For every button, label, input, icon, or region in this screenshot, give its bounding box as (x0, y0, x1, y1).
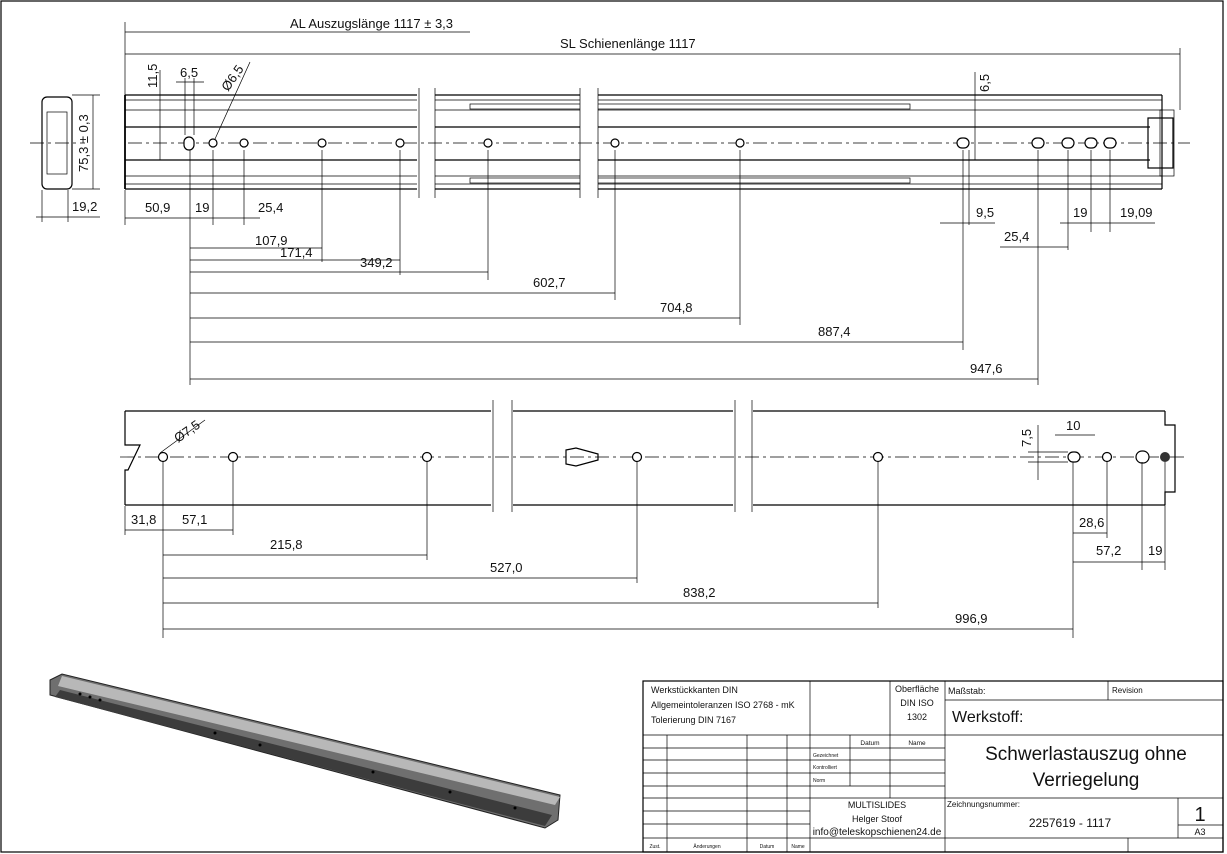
date-header: Datum (860, 740, 879, 747)
change-col-changes: Änderungen (693, 843, 720, 850)
dim-838-2: 838,2 (683, 585, 716, 600)
dim-349-2: 349,2 (360, 255, 393, 270)
note-din: Tolerierung DIN 7167 (651, 715, 736, 725)
row-checked: Kontrolliert (813, 765, 838, 771)
drawing-title-line1: Schwerlastauszug ohne (985, 744, 1187, 765)
dim-19-right: 19 (1073, 205, 1087, 220)
stopper-pin (565, 447, 599, 467)
contact-person: Helger Stoof (852, 814, 903, 824)
dim-57-1: 57,1 (182, 512, 207, 527)
sl-length-label: SL Schienenlänge 1117 (560, 36, 696, 51)
height-dimension: 75,3 ± 0,3 (76, 114, 91, 172)
dim-31-8: 31,8 (131, 512, 156, 527)
dim-slot-height: 6,5 (977, 74, 992, 92)
dim-57-2: 57,2 (1096, 543, 1121, 558)
rail-end-section (30, 94, 100, 222)
dim-7-5: 7,5 (1019, 429, 1034, 447)
mounting-holes-top (183, 136, 1117, 151)
surface-label: Oberfläche (895, 684, 939, 694)
al-length-label: AL Auszugslänge 1117 ± 3,3 (290, 16, 453, 31)
revision-label: Revision (1112, 686, 1143, 695)
drawing-number: 2257619 - 1117 (1029, 816, 1112, 830)
row-norm: Norm (813, 778, 825, 784)
dim-527-0: 527,0 (490, 560, 523, 575)
rail-top-body (124, 88, 1190, 198)
title-block: Werkstückkanten DIN Allgemeintoleranzen … (642, 680, 1224, 853)
side-view: Ø7,5 31,8 57,1 215,8 527,0 838,2 996,9 7… (120, 400, 1185, 638)
dim-10: 10 (1066, 418, 1080, 433)
dim-28-6: 28,6 (1079, 515, 1104, 530)
dim-947-6: 947,6 (970, 361, 1003, 376)
note-edges: Werkstückkanten DIN (651, 685, 738, 695)
dim-25-4-right: 25,4 (1004, 229, 1029, 244)
row-drawn: Gezeichnet (813, 753, 839, 759)
change-col-date: Datum (760, 844, 775, 850)
dim-9-5: 9,5 (976, 205, 994, 220)
rail-3d-preview (49, 673, 561, 829)
dim-11-5: 11,5 (145, 64, 160, 88)
drawing-title-line2: Verriegelung (1033, 770, 1140, 791)
dim-215-8: 215,8 (270, 537, 303, 552)
dim-19: 19 (195, 200, 209, 215)
dim-19-side: 19 (1148, 543, 1162, 558)
name-header: Name (908, 740, 926, 747)
dim-996-9: 996,9 (955, 611, 988, 626)
rail-side-body (120, 400, 1185, 512)
width-dimension: 19,2 (72, 199, 97, 214)
sheet-number: 1 (1194, 804, 1205, 826)
dim-107-9: 107,9 (255, 233, 288, 248)
dim-171-4: 171,4 (280, 245, 313, 260)
material-label: Werkstoff: (952, 709, 1023, 726)
company-name: MULTISLIDES (848, 800, 906, 810)
drawing-number-label: Zeichnungsnummer: (947, 800, 1020, 809)
contact-email: info@teleskopschienen24.de (813, 827, 942, 838)
dim-50-9: 50,9 (145, 200, 170, 215)
dim-704-8: 704,8 (660, 300, 693, 315)
dim-hole-7-5: Ø7,5 (171, 417, 203, 445)
note-tolerances: Allgemeintoleranzen ISO 2768 - mK (651, 700, 795, 710)
surface-standard: DIN ISO (900, 698, 934, 708)
sheet-format: A3 (1194, 827, 1205, 837)
scale-label: Maßstab: (948, 686, 986, 696)
dim-hole-diameter: Ø6,5 (218, 62, 246, 94)
dim-602-7: 602,7 (533, 275, 566, 290)
dim-19-09: 19,09 (1120, 205, 1153, 220)
dim-slot-width: 6,5 (180, 65, 198, 80)
change-col-name: Name (791, 844, 805, 850)
mounting-holes-side (157, 450, 1170, 464)
surface-number: 1302 (907, 712, 927, 722)
change-col-state: Zust. (649, 844, 660, 850)
dim-25-4: 25,4 (258, 200, 283, 215)
top-view: AL Auszugslänge 1117 ± 3,3 SL Schienenlä… (30, 16, 1190, 385)
dim-887-4: 887,4 (818, 324, 851, 339)
